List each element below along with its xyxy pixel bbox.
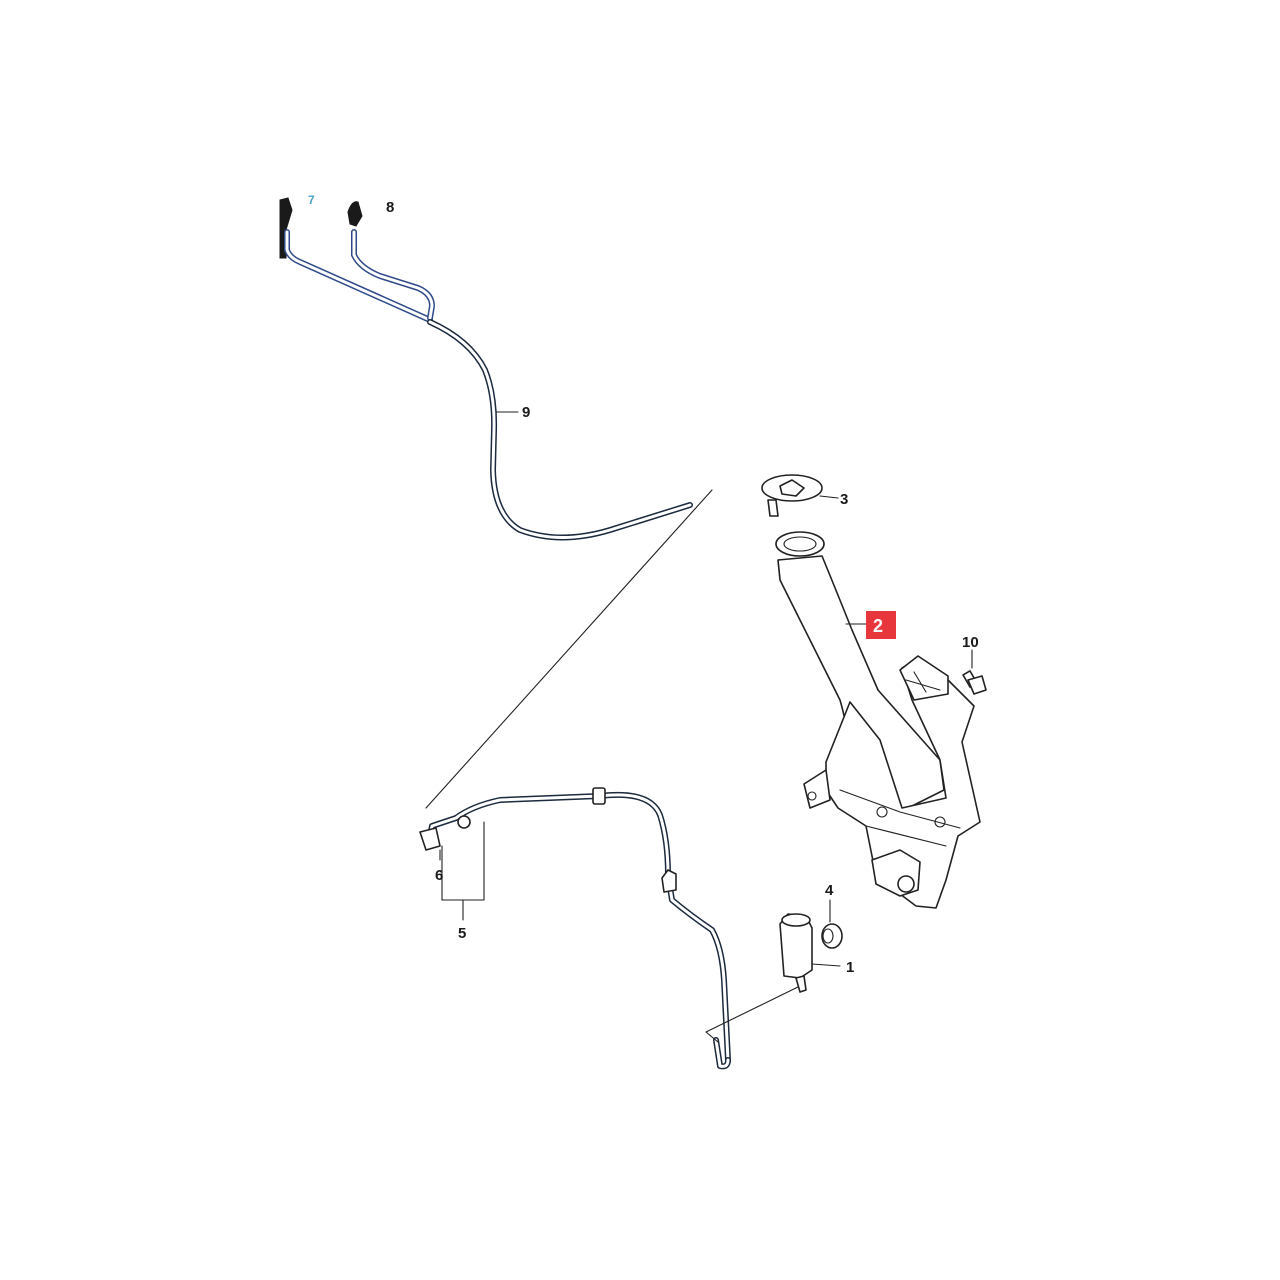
callout-6: 6 (435, 867, 443, 884)
mounting-bolt[interactable] (962, 670, 987, 695)
pump-leader (811, 963, 841, 967)
callout-2-highlight[interactable]: 2 (866, 611, 896, 639)
callout-3: 3 (840, 491, 848, 508)
callout-5: 5 (458, 925, 466, 942)
reservoir-cap[interactable] (761, 474, 823, 517)
bracket-lines-5-6 (439, 821, 485, 921)
pump-leader-line (705, 984, 803, 1043)
callout-9: 9 (522, 404, 530, 421)
washer-nozzle-right[interactable] (347, 201, 363, 227)
lower-hose-assembly[interactable] (427, 787, 731, 1070)
hose-connector[interactable] (419, 815, 471, 851)
washer-reservoir[interactable] (775, 531, 981, 909)
connection-leader-line (425, 489, 713, 809)
callout-1: 1 (846, 959, 854, 976)
nozzle-hose-lines (284, 229, 435, 323)
callout-7: 7 (308, 193, 315, 207)
cap-leader (819, 495, 839, 499)
washer-hose[interactable] (427, 319, 693, 541)
callout-2: 2 (873, 616, 883, 636)
callout-4: 4 (825, 882, 834, 899)
callout-8: 8 (386, 199, 394, 216)
washer-pump[interactable] (779, 913, 813, 993)
callout-10: 10 (962, 634, 979, 651)
pump-grommet[interactable] (821, 923, 843, 949)
